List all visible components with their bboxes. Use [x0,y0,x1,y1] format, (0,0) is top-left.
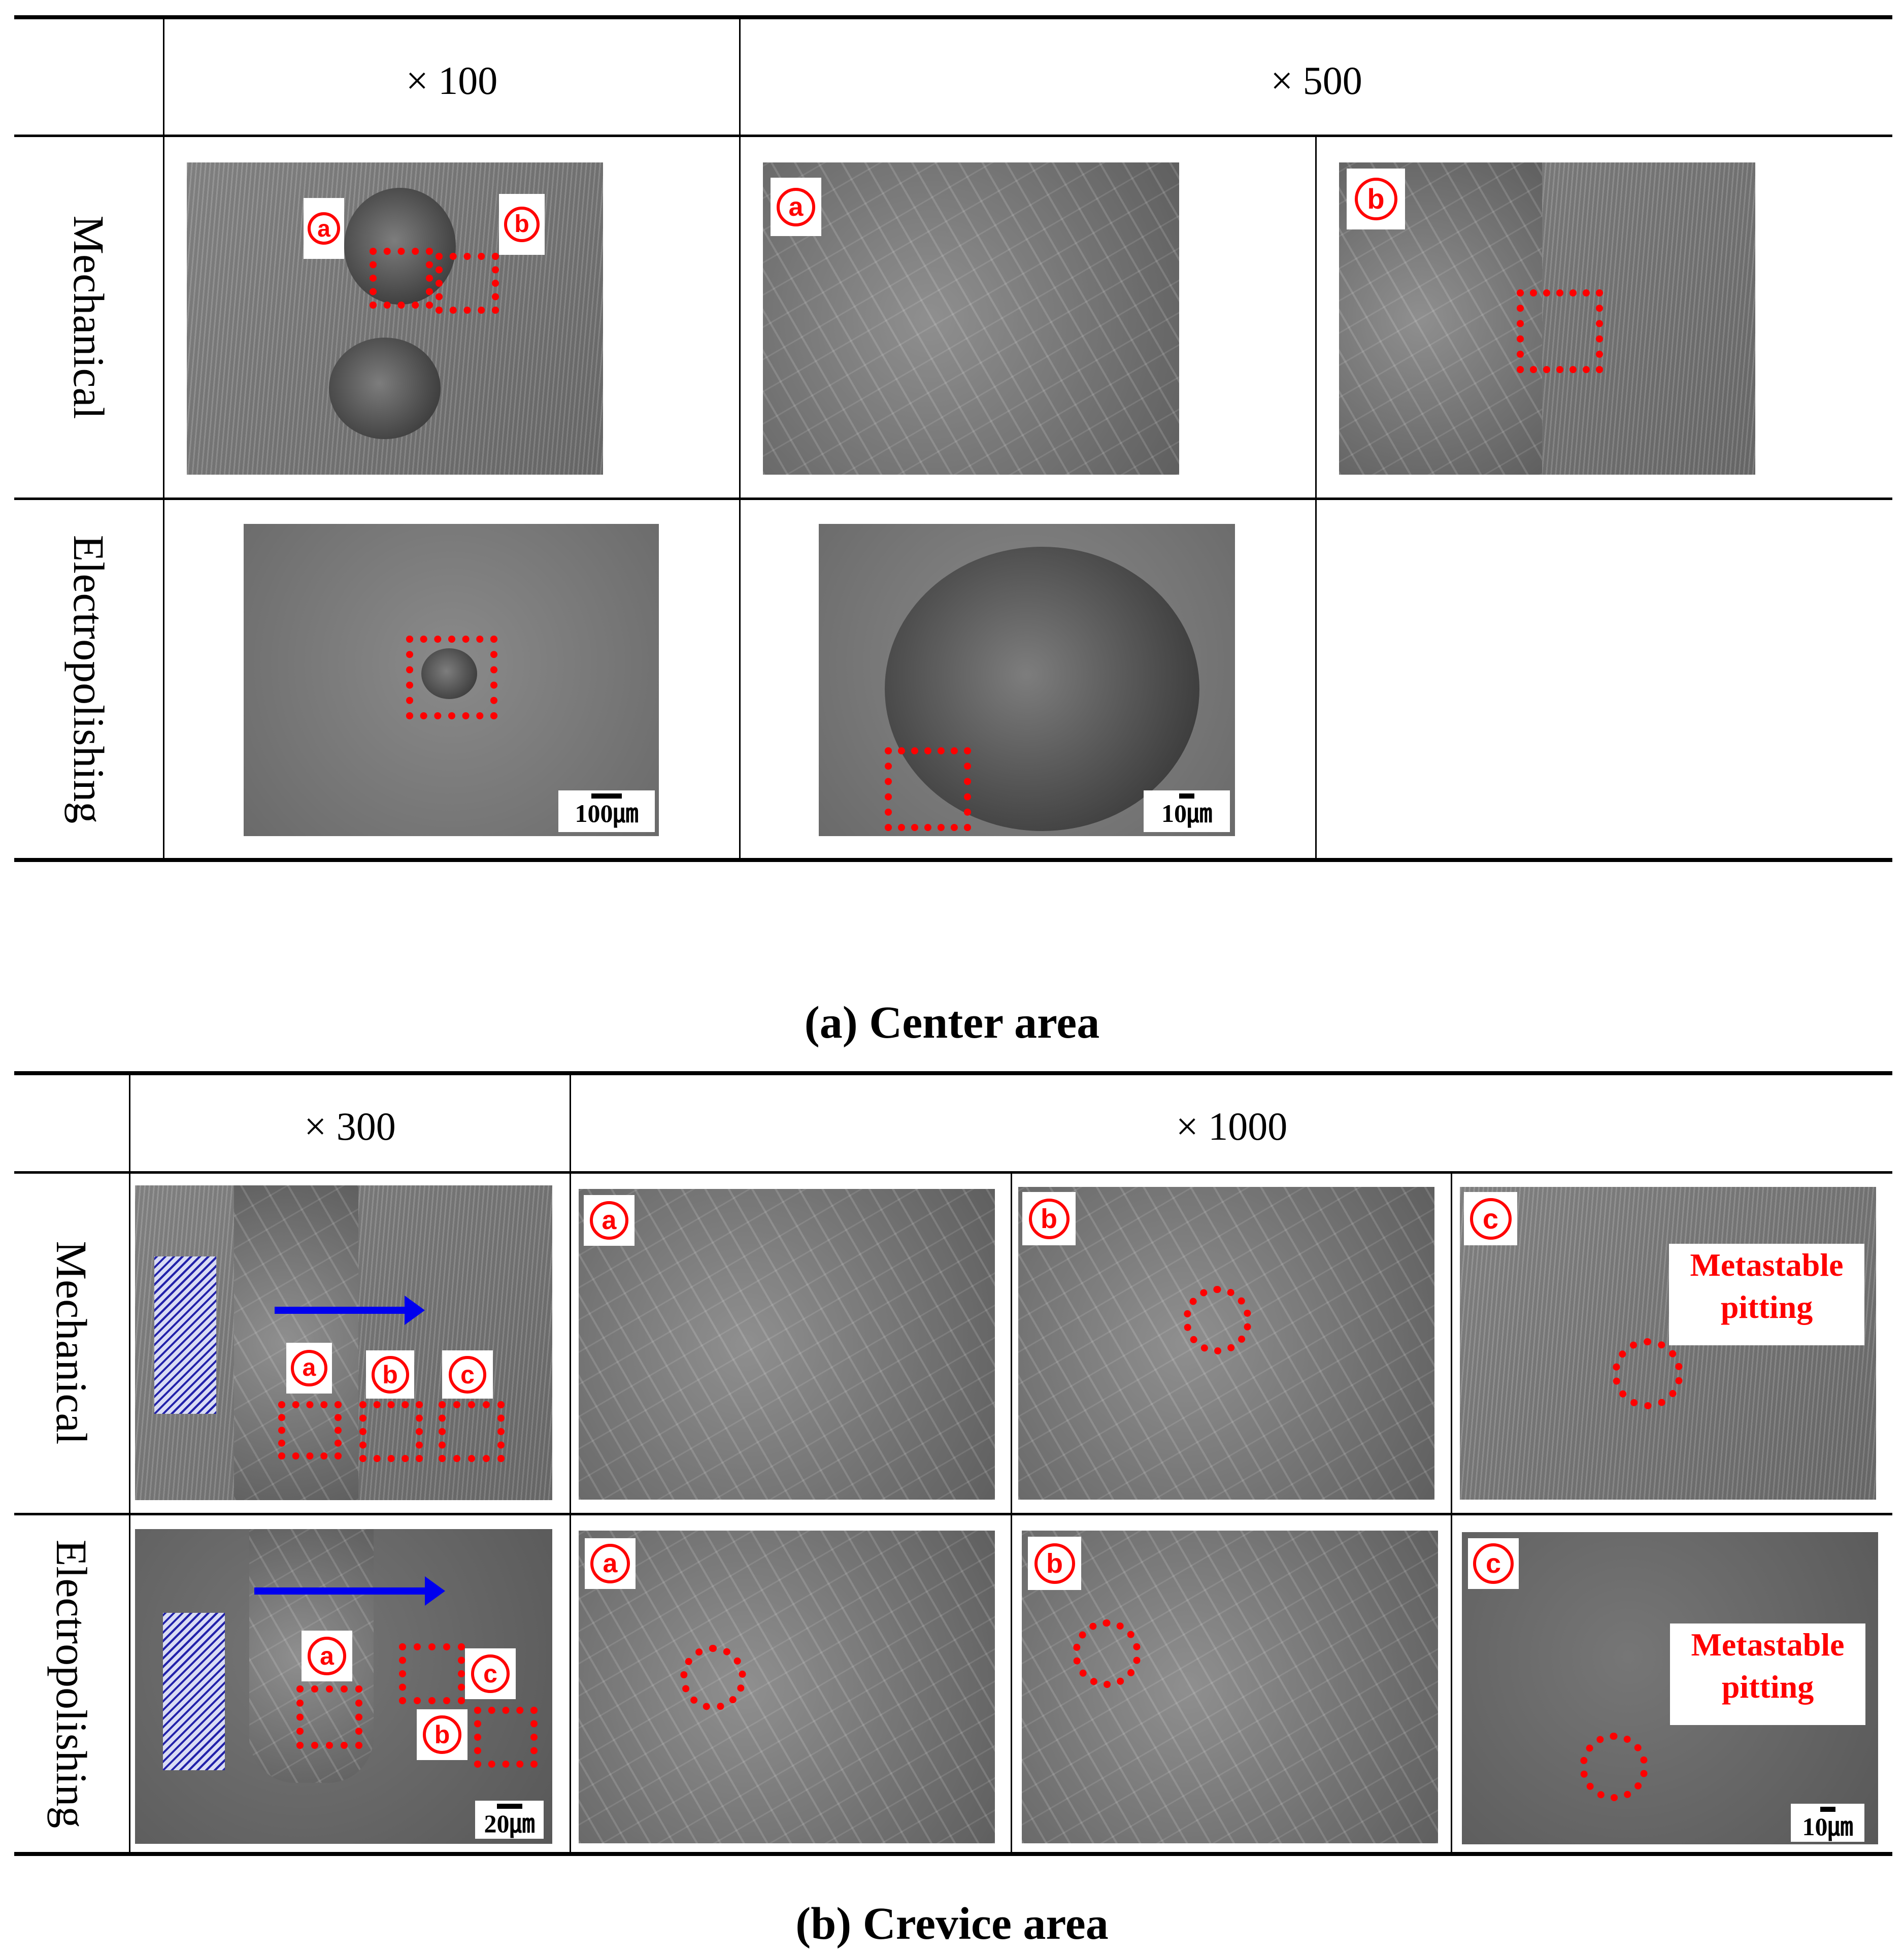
region-box-b [399,1643,465,1704]
table-rule [14,135,1892,137]
panel-b-table: × 300 × 1000 Mechanical Electropolishing… [14,1056,1892,1914]
region-box-b [1517,289,1603,373]
metastable-pit-marker [1183,1286,1252,1354]
label-badge-b: b [1028,1537,1081,1590]
sem-image-mechanical-x1000-a: a [579,1189,995,1500]
region-box-c [474,1707,538,1768]
sem-image-mechanical-x300: a b c [135,1185,552,1500]
scale-bar: 10㎛ [1144,790,1230,832]
label-badge-a: a [302,1631,352,1681]
table-divider [1451,1173,1452,1854]
metastable-pit-marker [1612,1338,1683,1409]
sem-image-mechanical-x500-a: a [763,162,1179,475]
magnification-header: × 100 [406,58,498,103]
region-box-b [436,253,499,314]
region-box-a [296,1685,362,1749]
table-rule [14,858,1892,862]
label-badge-c: c [442,1350,493,1399]
label-badge-c: c [1464,1192,1517,1245]
magnification-header: × 300 [304,1104,396,1148]
label-badge-a: a [286,1343,332,1394]
right-arrow-icon [275,1296,425,1325]
label-badge-c: c [1468,1538,1519,1589]
table-divider [1315,136,1317,859]
table-divider [570,1073,571,1854]
table-divider [739,17,741,859]
table-rule [14,15,1892,19]
hatched-rectangle-icon [154,1256,216,1414]
scale-bar: 20㎛ [475,1801,544,1839]
hatched-rectangle-icon [163,1613,225,1770]
label-badge-a: a [585,1538,636,1589]
label-badge-b: b [1347,169,1405,229]
sem-image-electropolishing-x300: a c b 20㎛ [135,1529,552,1844]
row-label-mechanical: Mechanical [64,215,113,419]
sem-image-electropolishing-x1000-b: b [1022,1531,1438,1843]
region-box-b [359,1401,423,1462]
label-badge-b: b [1022,1192,1076,1245]
table-rule [14,1852,1892,1856]
table-divider [1011,1173,1012,1854]
right-arrow-icon [254,1576,445,1606]
sem-image-electropolishing-x100: 100㎛ [244,524,659,836]
magnification-header: × 1000 [1176,1104,1288,1148]
metastable-pit-marker [680,1645,746,1711]
region-box-a [370,248,433,309]
label-badge-b: b [417,1709,467,1760]
pit [885,547,1199,831]
table-rule [14,1513,1892,1515]
metastable-pitting-label: Metastable pitting [1669,1244,1864,1345]
label-badge-a: a [584,1195,634,1246]
sem-image-mechanical-x500-b: b [1339,162,1755,475]
region-box-a [278,1401,342,1460]
caption-center-area: (a) Center area [804,998,1100,1048]
metastable-pit-marker [1580,1733,1648,1801]
row-label-mechanical: Mechanical [47,1241,96,1445]
label-badge-a: a [771,178,821,236]
table-rule [14,498,1892,500]
label-badge-b: b [499,194,545,255]
sem-image-mechanical-x100: a b [187,162,603,475]
table-divider [129,1073,130,1854]
sem-image-electropolishing-x1000-c: Metastable pitting c 10㎛ [1462,1532,1878,1844]
table-rule [14,1171,1892,1174]
panel-a-table: × 100 × 500 Mechanical Electropolishing … [14,0,1892,873]
sem-image-electropolishing-x1000-a: a [579,1531,995,1843]
metastable-pitting-label: Metastable pitting [1670,1623,1865,1725]
sem-image-electropolishing-x500: 10㎛ [819,524,1235,836]
scale-bar: 100㎛ [558,790,655,832]
row-label-electropolishing: Electropolishing [64,535,113,824]
pit [421,648,477,699]
label-badge-a: a [304,198,344,259]
scale-bar: 10㎛ [1791,1804,1864,1842]
row-label-electropolishing: Electropolishing [47,1539,96,1829]
table-divider [163,17,164,859]
pit [329,338,441,439]
caption-crevice-area: (b) Crevice area [795,1899,1109,1949]
label-badge-b: b [366,1350,414,1399]
region-box-c [439,1401,505,1462]
table-rule [14,1071,1892,1075]
sem-image-mechanical-x1000-c: Metastable pitting c [1460,1187,1876,1500]
magnification-header: × 500 [1271,58,1362,103]
metastable-pit-marker [1073,1619,1141,1688]
label-badge-c: c [465,1648,516,1699]
sem-image-mechanical-x1000-b: b [1018,1187,1434,1500]
region-box [885,747,971,831]
region-box [406,636,497,719]
